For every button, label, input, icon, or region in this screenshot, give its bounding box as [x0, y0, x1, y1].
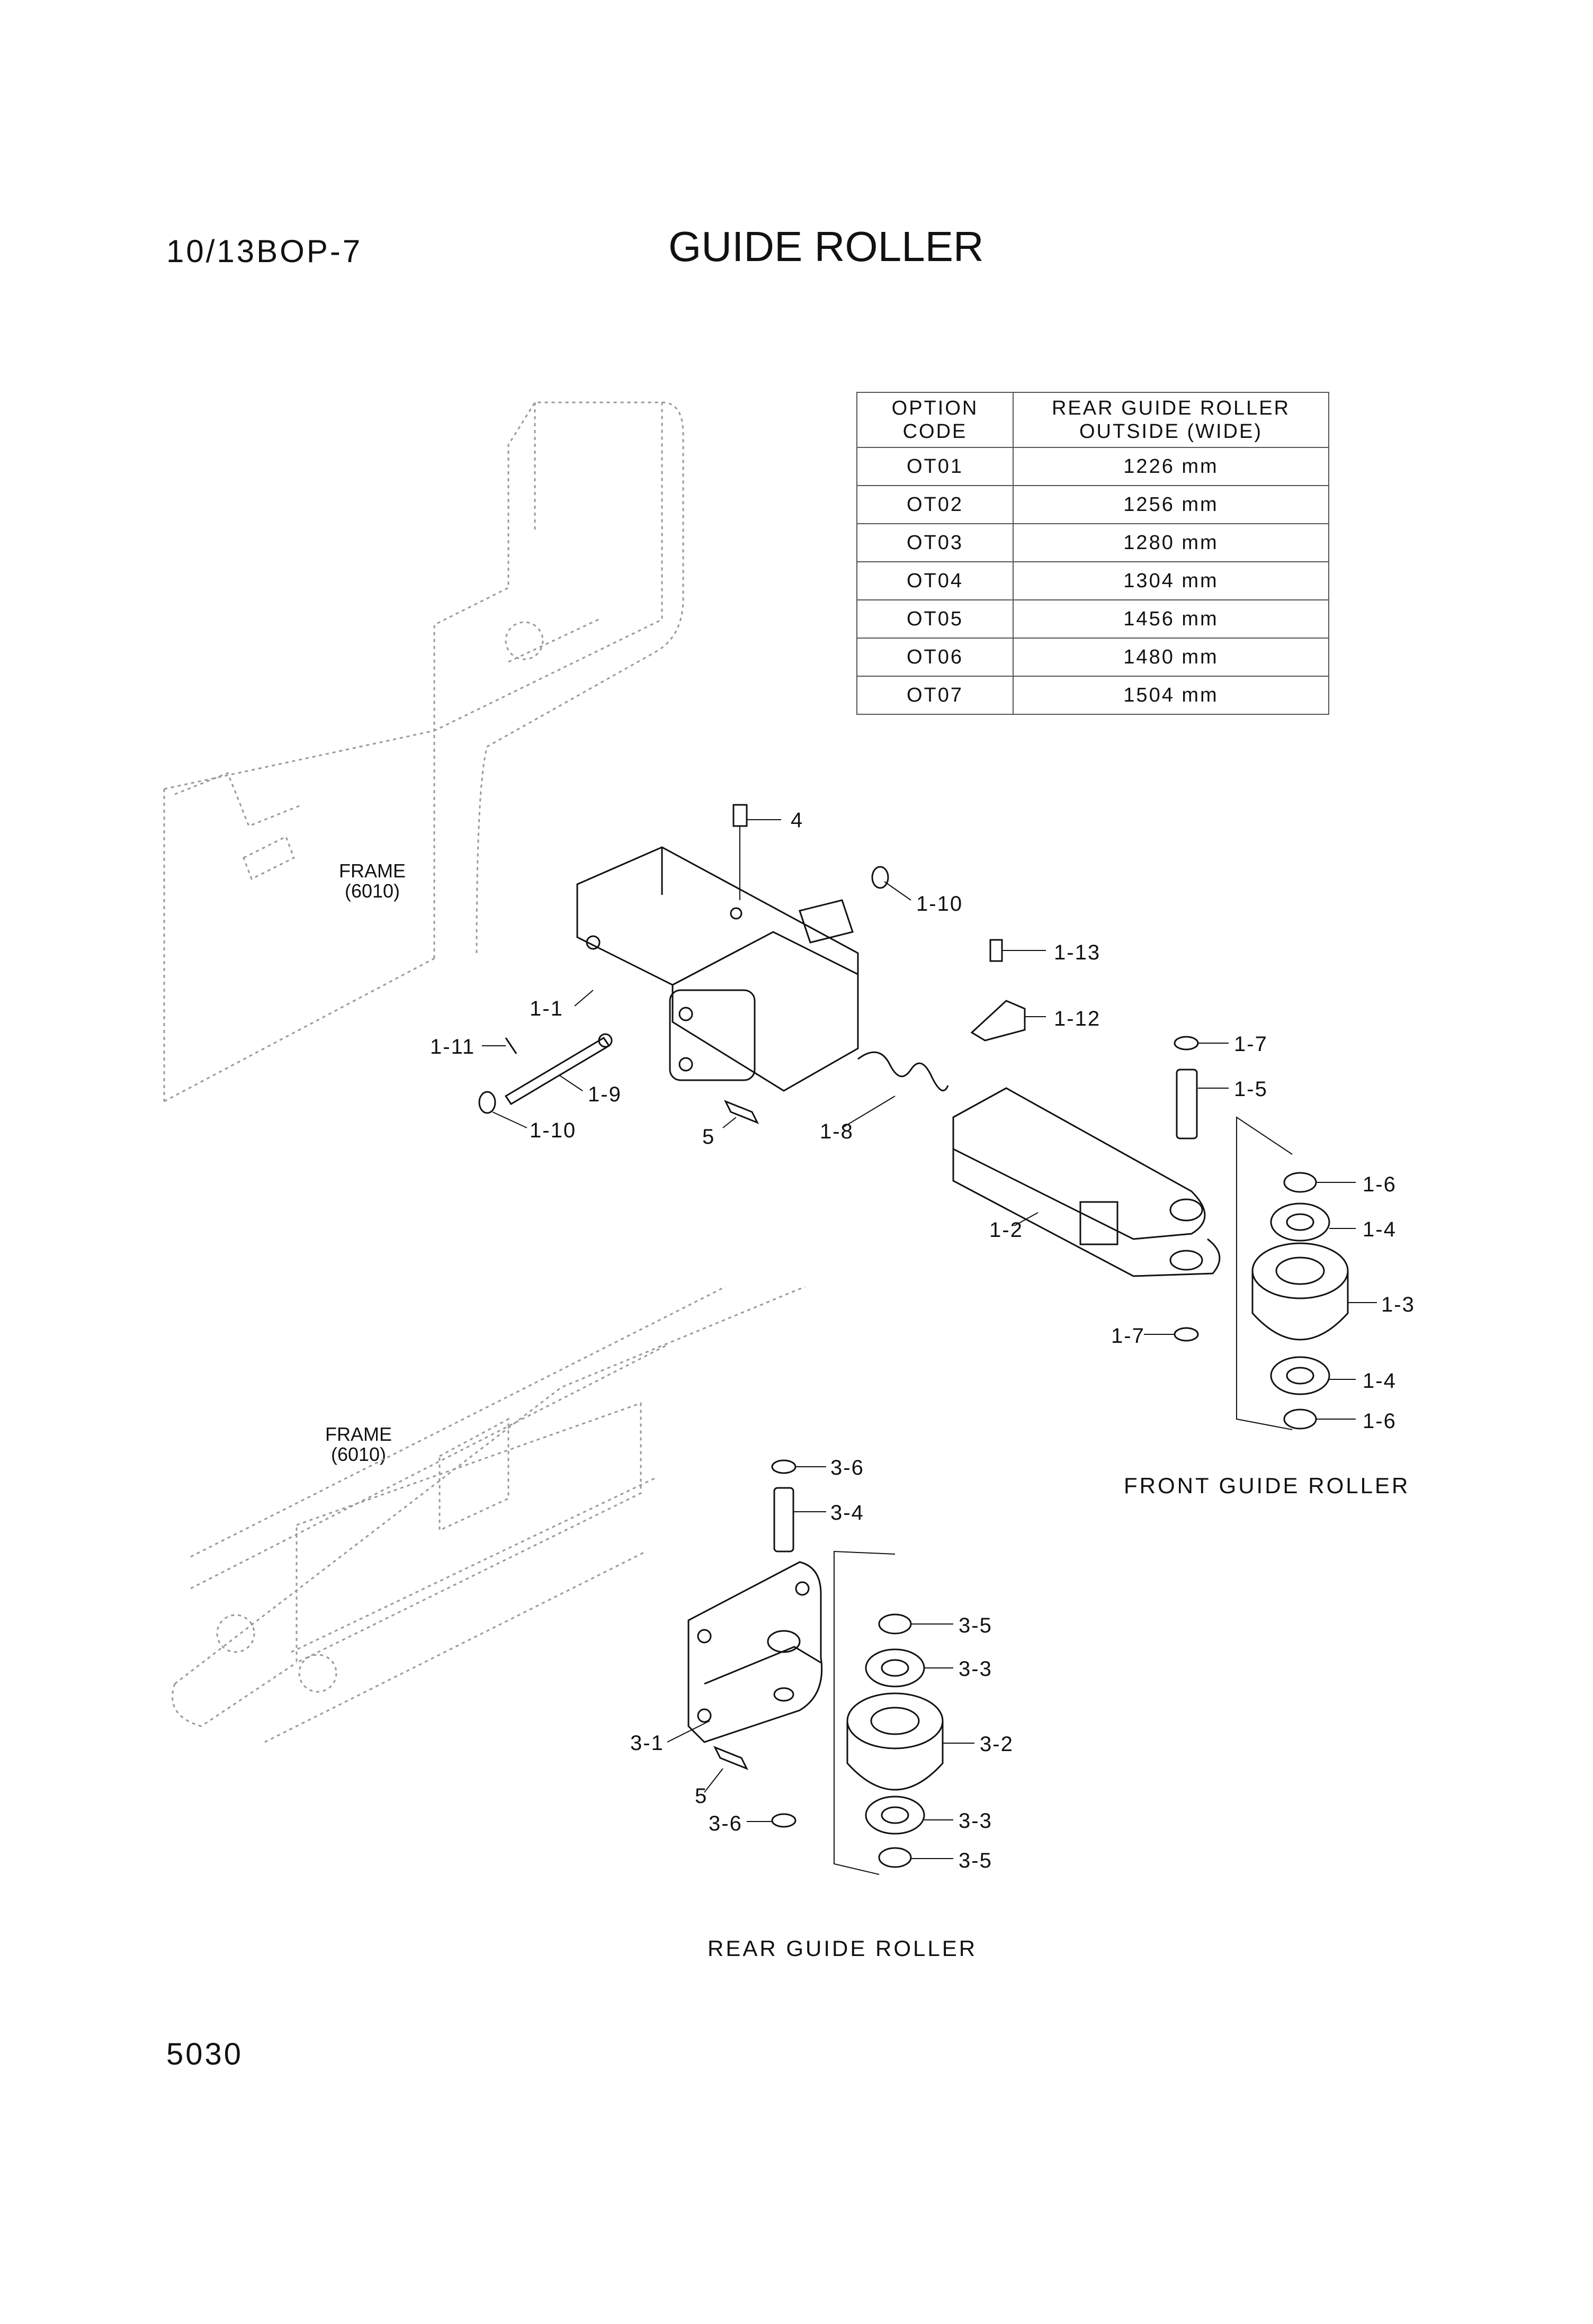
bearing-1-4-bottom	[1270, 1356, 1330, 1395]
callout-label: 1-10	[530, 1119, 576, 1142]
callout-label: 3-5	[959, 1849, 992, 1872]
spring-1-8	[857, 1051, 949, 1092]
callout-label: 5	[702, 1125, 715, 1148]
frame-ghost-lower	[172, 1286, 806, 1743]
pin-3-4	[773, 1487, 794, 1553]
option-table: OPTION CODE REAR GUIDE ROLLER OUTSIDE (W…	[856, 392, 1329, 715]
callout-label: 1-7	[1234, 1033, 1268, 1056]
callout-label: 3-3	[959, 1657, 992, 1681]
option-code: OT04	[856, 561, 1014, 600]
callouts-rear: 3-6 3-4 3-5 3-3 3-2 3-1 5 3-3 3-6 3-5	[630, 1456, 1014, 1872]
header-rear-guide-roller-width: REAR GUIDE ROLLER OUTSIDE (WIDE)	[1013, 392, 1329, 448]
bracket-3-1	[687, 1561, 823, 1743]
roller-1-3	[1251, 1242, 1349, 1299]
option-code: OT06	[856, 638, 1014, 677]
roller-width: 1480 mm	[1013, 638, 1329, 677]
bolt-4	[732, 804, 748, 900]
model-code: 10/13BOP-7	[166, 234, 363, 269]
callout-label: 1-1	[530, 997, 563, 1020]
roller-width: 1280 mm	[1013, 523, 1329, 562]
callout-label: 1-12	[1054, 1007, 1100, 1030]
option-code: OT02	[856, 485, 1014, 524]
callout-label: 1-4	[1363, 1369, 1397, 1393]
callout-label: 3-3	[959, 1809, 992, 1833]
roller-3-2	[846, 1692, 944, 1749]
callout-label: 1-7	[1111, 1324, 1145, 1348]
callout-label: 1-6	[1363, 1410, 1397, 1433]
option-table-header: OPTION CODE REAR GUIDE ROLLER OUTSIDE (W…	[856, 392, 1329, 448]
callout-label: 3-1	[630, 1731, 664, 1755]
callout-label: 3-6	[709, 1812, 742, 1835]
callout-label: 1-6	[1363, 1173, 1397, 1196]
cotter-pin-1-11	[505, 1037, 517, 1054]
option-code: OT03	[856, 523, 1014, 562]
washer-3-5-bottom	[878, 1847, 912, 1868]
ring-3-6-top	[771, 1459, 796, 1474]
header-option-code: OPTION CODE	[856, 392, 1014, 448]
option-code: OT05	[856, 599, 1014, 639]
page-number: 5030	[166, 2037, 244, 2071]
ring-1-7-bottom	[1174, 1327, 1199, 1342]
page-title: GUIDE ROLLER	[668, 223, 984, 270]
roller-arm-1-2	[952, 1087, 1221, 1277]
washer-1-10-right	[871, 866, 889, 889]
callout-label: 1-5	[1234, 1078, 1268, 1101]
washer-3-5-top	[878, 1613, 912, 1635]
callout-label: 1-3	[1381, 1293, 1415, 1316]
roller-width: 1504 mm	[1013, 676, 1329, 715]
washer-1-6-bottom	[1283, 1408, 1317, 1430]
washer-1-6-top	[1283, 1172, 1317, 1193]
plate-1-12	[970, 1000, 1026, 1042]
frame-label: FRAME (6010)	[339, 860, 406, 902]
callout-label: 5	[695, 1784, 708, 1808]
bearing-3-3-bottom	[865, 1796, 925, 1835]
bearing-1-4-top	[1270, 1203, 1330, 1242]
ring-1-7-top	[1174, 1036, 1199, 1051]
roller-width: 1256 mm	[1013, 485, 1329, 524]
pin-1-9	[504, 1033, 613, 1106]
roller-width: 1456 mm	[1013, 599, 1329, 639]
callout-label: 1-2	[989, 1218, 1023, 1242]
callout-label: 3-6	[830, 1456, 864, 1479]
front-roller-stack	[1236, 1116, 1349, 1430]
option-code: OT07	[856, 676, 1014, 715]
washer-1-10-left	[478, 1091, 496, 1114]
callout-label: 1-9	[588, 1083, 622, 1106]
callout-label: 1-4	[1363, 1218, 1397, 1241]
bolt-5-front	[723, 1100, 759, 1124]
bearing-3-3-top	[865, 1648, 925, 1688]
bolt-1-13	[989, 939, 1003, 962]
frame-ghost-upper	[163, 401, 684, 1102]
leader-lines	[482, 819, 1377, 1859]
callout-label: 4	[791, 809, 803, 832]
bolt-5-rear	[713, 1746, 749, 1770]
roller-width: 1304 mm	[1013, 561, 1329, 600]
callout-label: 3-5	[959, 1614, 992, 1637]
frame-label: FRAME (6010)	[325, 1423, 392, 1465]
caption-rear-guide-roller: REAR GUIDE ROLLER	[708, 1936, 978, 1961]
callout-label: 3-4	[830, 1501, 864, 1524]
caption-front-guide-roller: FRONT GUIDE ROLLER	[1124, 1473, 1410, 1498]
callout-label: 3-2	[980, 1733, 1014, 1756]
pin-1-5	[1176, 1069, 1198, 1139]
callout-label: 1-11	[430, 1035, 475, 1058]
roller-width: 1226 mm	[1013, 447, 1329, 486]
rear-roller-stack	[834, 1550, 944, 1875]
callout-label: 1-8	[820, 1120, 854, 1143]
callout-label: 1-10	[916, 892, 963, 916]
ring-3-6-bottom	[771, 1813, 796, 1828]
callout-label: 1-13	[1054, 941, 1100, 964]
option-code: OT01	[856, 447, 1014, 486]
bracket-1-1	[576, 846, 859, 1092]
callouts-front: 4 1-10 1-13 1-12 1-7 1-5 1-1 1-11 1-9 1-…	[430, 809, 1415, 1433]
